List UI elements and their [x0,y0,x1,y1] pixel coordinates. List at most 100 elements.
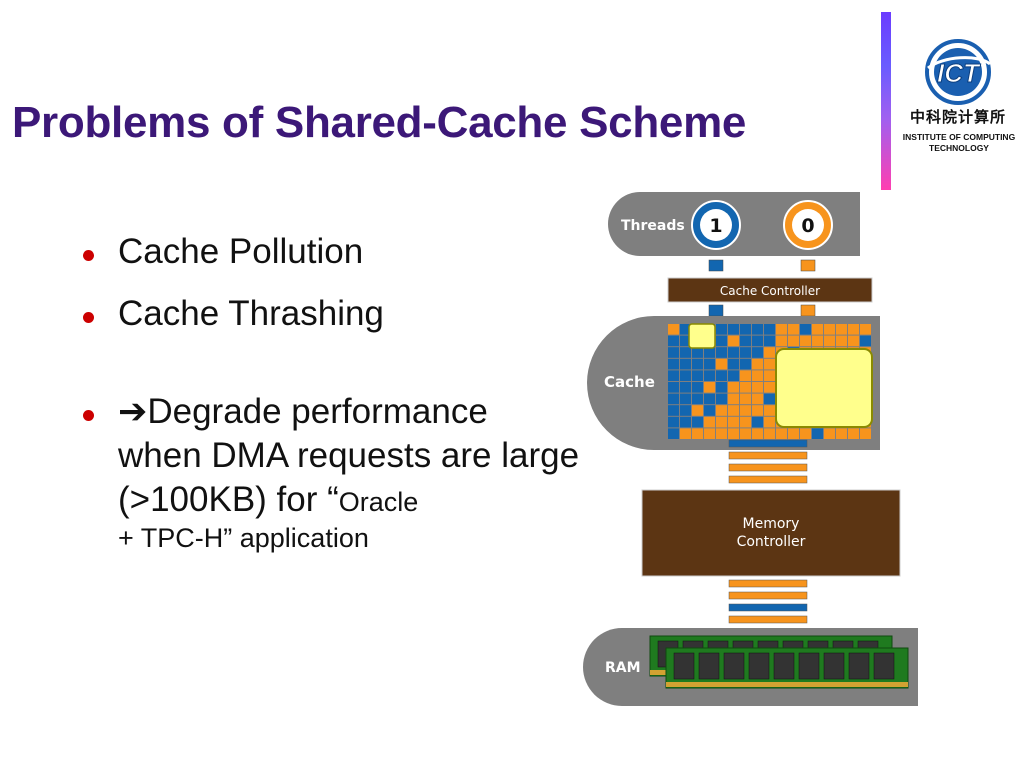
ram-modules [649,635,909,689]
cache-line [800,335,811,347]
ram-label: RAM [605,660,641,676]
cache-line [752,405,763,416]
bus-line [728,451,808,460]
cache-line [668,405,679,416]
cache-line [668,382,679,393]
bullet-item: Cache Thrashing [80,292,580,336]
ram-module-contacts [666,682,908,687]
ict-logo-mark: ICT [937,58,981,88]
cache-line [716,347,727,358]
cache-line [680,416,691,428]
cache-line [680,347,691,358]
cache-line [668,416,679,428]
cache-line [740,393,751,405]
cache-line [692,428,703,439]
bus-line [728,439,808,448]
cache-line [692,382,703,393]
cache-line [692,405,703,416]
cache-line [812,335,823,347]
cache-line [728,428,739,439]
cache-line [704,428,715,439]
bus-top [728,439,808,484]
cache-line [836,335,847,347]
cache-line [680,335,691,347]
ram-chip [798,652,820,680]
cache-line [668,358,679,370]
bullet-item: ➔Degrade performance when DMA requests a… [80,390,580,552]
cache-line [740,335,751,347]
cache-line [860,335,871,347]
cache-line [680,382,691,393]
cache-line [764,382,775,393]
decorative-vertical-bar [881,12,891,190]
cache-line [716,405,727,416]
cache-line [668,393,679,405]
cache-line [680,428,691,439]
cache-line [680,393,691,405]
cache-line [800,428,811,439]
cache-line [728,416,739,428]
cache-line [716,428,727,439]
cache-line [776,428,787,439]
cache-line [680,370,691,381]
cache-line [704,393,715,405]
cache-line [692,393,703,405]
cache-line [824,335,835,347]
cache-line [728,393,739,405]
cache-line [824,324,835,335]
cache-line [860,428,871,439]
bus-line [728,579,808,588]
cache-line [788,428,799,439]
cache-line [776,324,787,335]
cache-line [668,370,679,381]
cache-label: Cache [604,373,655,391]
bullet-text: Cache Thrashing [118,294,384,333]
cache-line [752,358,763,370]
bullet-text: Cache Pollution [118,232,364,271]
cache-line [716,416,727,428]
cache-line [752,393,763,405]
thread-0-connector [800,259,816,272]
cache-line [752,428,763,439]
ict-logo: ICT 中科院计算所 INSTITUTE OF COMPUTING TECHNO… [898,38,1022,158]
ram-chip [823,652,845,680]
cache-line [740,358,751,370]
cache-line [764,347,775,358]
cache-line [860,324,871,335]
memory-controller-label-line2: Controller [737,534,806,550]
bullet-text-small: Oracle [338,487,419,517]
thread-1-id: 1 [709,215,722,237]
large-highlight-block [775,348,873,428]
cache-line [824,428,835,439]
cache-line [728,370,739,381]
cache-line [764,393,775,405]
cache-line [812,324,823,335]
cache-line [668,335,679,347]
cache-line [716,324,727,335]
cache-line [704,416,715,428]
logo-english-line1: INSTITUTE OF COMPUTING [902,132,1016,142]
cache-line [692,347,703,358]
ram-chip [873,652,895,680]
bullet-text: Degrade performance when DMA requests ar… [118,392,580,519]
cache-line [752,382,763,393]
cache-line [716,335,727,347]
cache-line [752,416,763,428]
cache-line [740,416,751,428]
cache-line [704,382,715,393]
bullet-item: Cache Pollution [80,230,580,274]
ict-logo-emblem-icon: ICT [925,39,991,105]
cache-line [764,428,775,439]
threads-label: Threads [621,218,685,234]
cache-line [716,382,727,393]
cache-line [740,428,751,439]
cache-line [716,370,727,381]
cache-line [788,335,799,347]
cache-line [704,405,715,416]
cache-line [740,382,751,393]
thread-1-connector [708,259,724,272]
cache-line [764,370,775,381]
cache-line [752,324,763,335]
thread-0-id: 0 [801,215,814,237]
cache-line [848,335,859,347]
